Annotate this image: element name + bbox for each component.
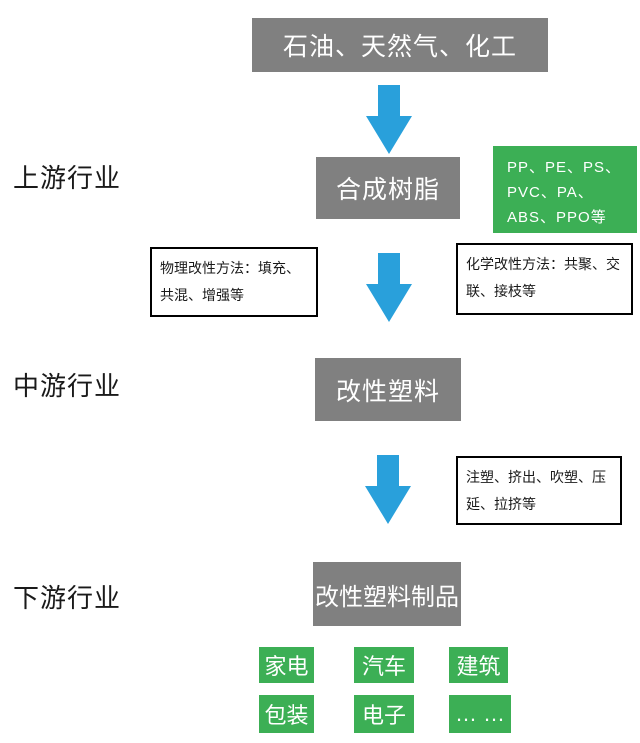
node-source: 石油、天然气、化工 xyxy=(252,18,548,72)
node-modified-plastics: 改性塑料 xyxy=(315,358,461,421)
down-arrow-icon xyxy=(366,85,412,154)
down-arrow-icon xyxy=(366,253,412,322)
application-box-packaging: 包装 xyxy=(259,695,314,733)
node-physical-modification: 物理改性方法：填充、共混、增强等 xyxy=(150,247,318,317)
node-synthetic-resin: 合成树脂 xyxy=(316,157,460,219)
application-box-electronics: 电子 xyxy=(354,695,414,733)
stage-label-downstream: 下游行业 xyxy=(13,583,122,613)
stage-label-upstream: 上游行业 xyxy=(13,163,122,193)
application-box-others: … … xyxy=(449,695,511,733)
node-processing-methods: 注塑、挤出、吹塑、压延、拉挤等 xyxy=(456,456,622,525)
application-box-construction: 建筑 xyxy=(449,647,508,683)
node-resin-types: PP、PE、PS、PVC、PA、ABS、PPO等 xyxy=(493,146,637,233)
application-box-automotive: 汽车 xyxy=(354,647,414,683)
application-box-home-appliances: 家电 xyxy=(259,647,314,683)
stage-label-midstream: 中游行业 xyxy=(13,371,122,401)
down-arrow-icon xyxy=(365,455,411,524)
node-products: 改性塑料制品 xyxy=(313,562,461,626)
node-chemical-modification: 化学改性方法：共聚、交联、接枝等 xyxy=(456,243,633,315)
